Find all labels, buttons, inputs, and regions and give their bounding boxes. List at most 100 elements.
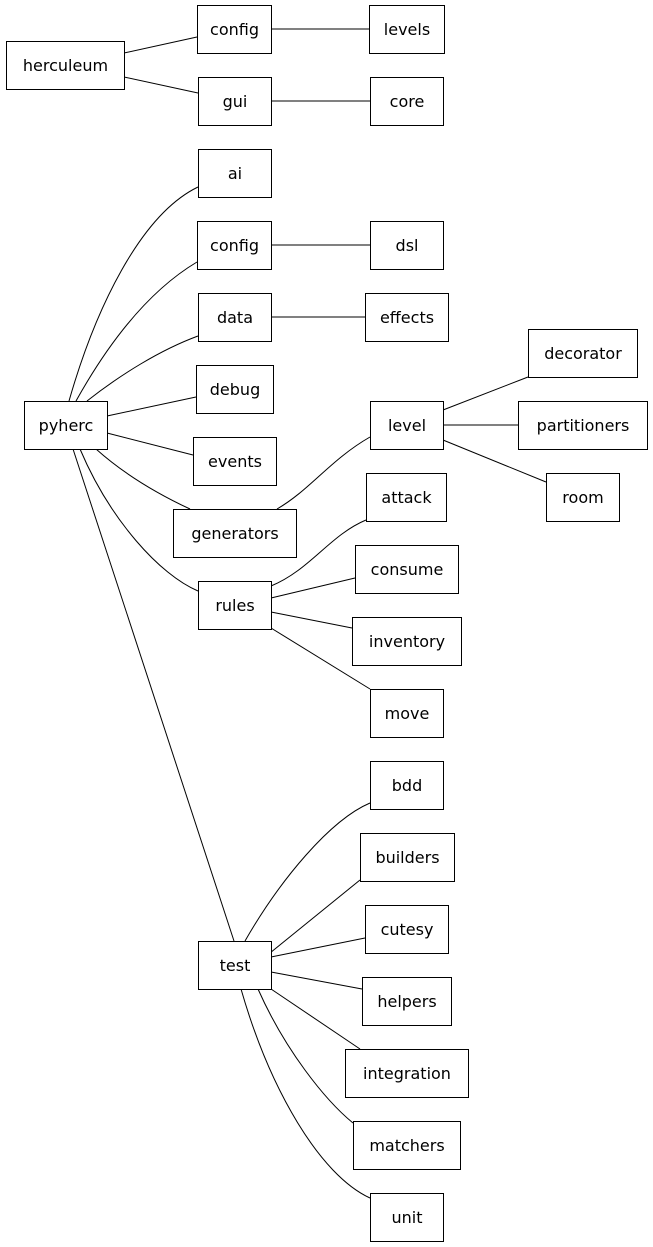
node-label: room bbox=[562, 488, 603, 507]
node-label: integration bbox=[363, 1064, 451, 1083]
node-levels: levels bbox=[369, 5, 445, 54]
node-integration: integration bbox=[345, 1049, 469, 1098]
node-dsl: dsl bbox=[370, 221, 444, 270]
node-data: data bbox=[198, 293, 272, 342]
node-label: events bbox=[208, 452, 262, 471]
nodes-layer: herculeum config gui levels core pyherc ai conf… bbox=[6, 5, 648, 1242]
node-effects: effects bbox=[365, 293, 449, 342]
node-label: rules bbox=[215, 596, 254, 615]
node-move: move bbox=[370, 689, 444, 738]
node-box bbox=[370, 77, 444, 126]
node-label: herculeum bbox=[23, 56, 108, 75]
node-box bbox=[370, 221, 444, 270]
edge-pyherc-to-pyherc-config bbox=[75, 261, 198, 402]
node-room: room bbox=[546, 473, 620, 522]
node-helpers: helpers bbox=[362, 977, 452, 1026]
node-label: matchers bbox=[369, 1136, 444, 1155]
node-label: dsl bbox=[396, 236, 419, 255]
node-attack: attack bbox=[366, 473, 447, 522]
node-box bbox=[6, 41, 125, 90]
node-box bbox=[197, 221, 272, 270]
node-label: unit bbox=[392, 1208, 423, 1227]
edge-test-to-bdd bbox=[244, 802, 371, 942]
node-box bbox=[353, 1121, 461, 1170]
node-box bbox=[198, 293, 272, 342]
node-box bbox=[365, 293, 449, 342]
node-label: pyherc bbox=[39, 416, 94, 435]
edge-pyherc-to-test bbox=[72, 448, 235, 942]
edge-pyherc-to-ai bbox=[68, 186, 199, 402]
node-box bbox=[370, 689, 444, 738]
node-box bbox=[365, 905, 449, 954]
edge-pyherc-to-generators bbox=[95, 448, 191, 510]
node-box bbox=[198, 149, 272, 198]
node-box bbox=[518, 401, 648, 450]
edge-level-to-room bbox=[442, 439, 547, 483]
node-label: test bbox=[220, 956, 251, 975]
edge-level-to-decorator bbox=[442, 376, 529, 411]
node-box bbox=[355, 545, 459, 594]
node-label: attack bbox=[381, 488, 432, 507]
edge-test-to-matchers bbox=[257, 988, 354, 1124]
node-pyherc: pyherc bbox=[24, 401, 108, 450]
node-generators: generators bbox=[173, 509, 297, 558]
node-label: config bbox=[210, 20, 259, 39]
edge-test-to-builders bbox=[269, 879, 361, 954]
node-ai: ai bbox=[198, 149, 272, 198]
node-herculeum-gui: gui bbox=[198, 77, 272, 126]
node-core: core bbox=[370, 77, 444, 126]
node-label: helpers bbox=[377, 992, 436, 1011]
node-box bbox=[370, 401, 444, 450]
edge-test-to-cutesy bbox=[270, 937, 366, 958]
node-box bbox=[173, 509, 297, 558]
node-cutesy: cutesy bbox=[365, 905, 449, 954]
node-box bbox=[360, 833, 455, 882]
node-label: effects bbox=[380, 308, 434, 327]
node-label: generators bbox=[191, 524, 278, 543]
node-box bbox=[198, 77, 272, 126]
node-unit: unit bbox=[370, 1193, 444, 1242]
node-consume: consume bbox=[355, 545, 459, 594]
node-box bbox=[193, 437, 277, 486]
node-partitioners: partitioners bbox=[518, 401, 648, 450]
node-box bbox=[197, 5, 272, 54]
node-inventory: inventory bbox=[352, 617, 462, 666]
node-matchers: matchers bbox=[353, 1121, 461, 1170]
node-label: partitioners bbox=[537, 416, 630, 435]
edge-herculeum-to-herculeum-gui bbox=[123, 76, 199, 94]
edge-herculeum-to-herculeum-config bbox=[123, 36, 198, 54]
node-label: core bbox=[390, 92, 425, 111]
node-label: consume bbox=[371, 560, 444, 579]
node-box bbox=[370, 1193, 444, 1242]
node-test: test bbox=[198, 941, 272, 990]
node-label: config bbox=[210, 236, 259, 255]
node-label: ai bbox=[228, 164, 242, 183]
edge-pyherc-to-debug bbox=[106, 396, 197, 417]
node-label: move bbox=[385, 704, 430, 723]
node-label: bdd bbox=[392, 776, 422, 795]
node-events: events bbox=[193, 437, 277, 486]
edges-layer bbox=[68, 28, 547, 1199]
node-bdd: bdd bbox=[370, 761, 444, 810]
node-decorator: decorator bbox=[528, 329, 638, 378]
edge-pyherc-to-rules bbox=[79, 448, 199, 592]
edge-pyherc-to-data bbox=[86, 335, 199, 402]
node-box bbox=[362, 977, 452, 1026]
node-box bbox=[366, 473, 447, 522]
node-label: level bbox=[388, 416, 426, 435]
node-box bbox=[198, 941, 272, 990]
node-pyherc-config: config bbox=[197, 221, 272, 270]
edge-test-to-unit bbox=[240, 988, 371, 1199]
node-label: debug bbox=[210, 380, 260, 399]
node-label: decorator bbox=[544, 344, 622, 363]
node-label: data bbox=[217, 308, 253, 327]
node-box bbox=[352, 617, 462, 666]
node-box bbox=[528, 329, 638, 378]
node-herculeum: herculeum bbox=[6, 41, 125, 90]
node-box bbox=[198, 581, 272, 630]
edge-pyherc-to-events bbox=[106, 432, 194, 456]
edge-generators-to-level bbox=[276, 436, 371, 510]
node-label: builders bbox=[375, 848, 439, 867]
node-box bbox=[24, 401, 108, 450]
